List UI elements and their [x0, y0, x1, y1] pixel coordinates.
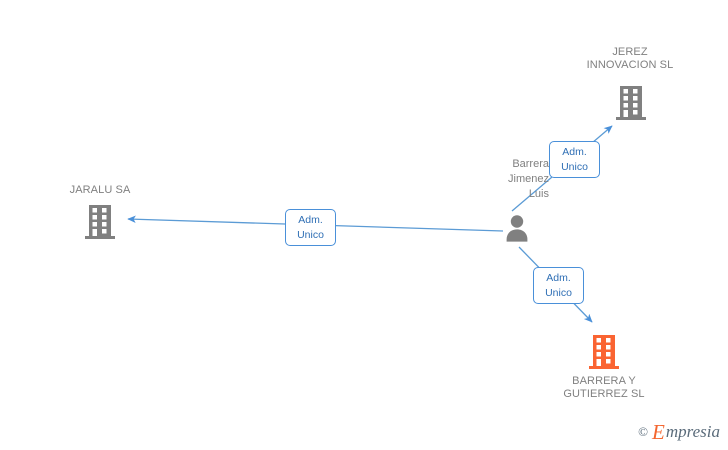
edge-label-person-jaralu[interactable]: Adm. Unico: [285, 209, 336, 246]
brand-initial: E: [652, 420, 665, 444]
node-label-barrera-gutierrez: BARRERA Y GUTIERREZ SL: [563, 375, 645, 400]
building-icon-jerez[interactable]: [614, 84, 648, 122]
node-label-jaralu: JARALU SA: [69, 184, 131, 196]
building-icon-barrera-gutierrez[interactable]: [587, 333, 621, 371]
edge-label-person-jerez[interactable]: Adm. Unico: [549, 141, 600, 178]
empresia-watermark: © E mpresia: [638, 420, 720, 444]
brand-name: mpresia: [665, 422, 720, 441]
copyright-symbol: ©: [638, 423, 649, 439]
edge-label-person-barrera[interactable]: Adm. Unico: [533, 267, 584, 304]
building-icon-jaralu[interactable]: [83, 203, 117, 241]
node-label-jerez: JEREZ INNOVACION SL: [586, 46, 674, 71]
node-label-person: Barrera Jimenez Luis: [508, 158, 549, 200]
person-icon[interactable]: [504, 214, 530, 242]
